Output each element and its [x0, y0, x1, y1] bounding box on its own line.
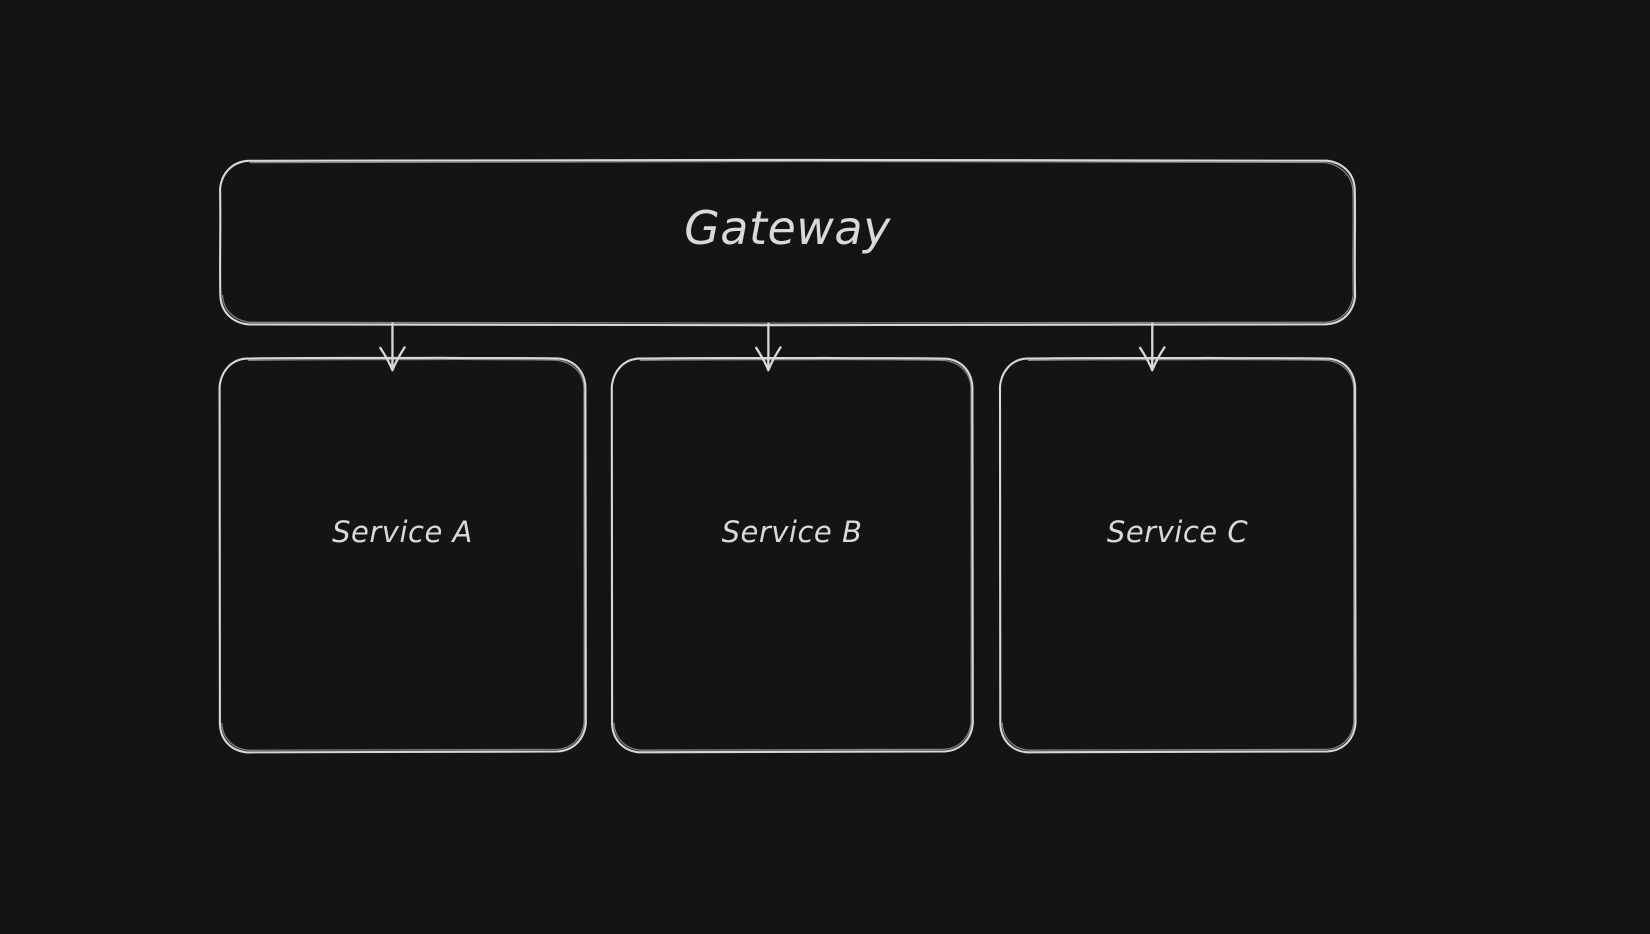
service-a-box-outline: [218, 356, 587, 754]
node-service-b[interactable]: [610, 356, 974, 754]
edge-gateway-to-service-b-arrowhead: [755, 346, 782, 372]
node-service-c[interactable]: [998, 356, 1357, 754]
service-b-box-outline-overstroke: [613, 358, 972, 751]
edge-gateway-to-service-a[interactable]: [379, 322, 406, 372]
service-b-label: Service B: [721, 515, 863, 549]
node-gateway[interactable]: [219, 158, 1357, 327]
gateway-box-outline-overstroke: [221, 160, 1354, 324]
service-a-label: Service A: [332, 515, 473, 549]
service-c-box-outline: [998, 356, 1357, 754]
service-c-label: Service C: [1106, 515, 1249, 549]
edge-gateway-to-service-c[interactable]: [1138, 322, 1166, 372]
edge-gateway-to-service-b[interactable]: [755, 322, 782, 372]
service-b-box-outline: [610, 356, 974, 754]
node-service-a[interactable]: [218, 356, 587, 754]
edge-gateway-to-service-c-arrowhead: [1138, 346, 1166, 372]
edge-gateway-to-service-a-arrowhead: [379, 346, 406, 372]
gateway-label: Gateway: [684, 201, 891, 255]
service-a-box-outline-overstroke: [221, 358, 585, 751]
gateway-box-outline: [219, 158, 1357, 327]
service-c-box-outline-overstroke: [1001, 358, 1355, 751]
